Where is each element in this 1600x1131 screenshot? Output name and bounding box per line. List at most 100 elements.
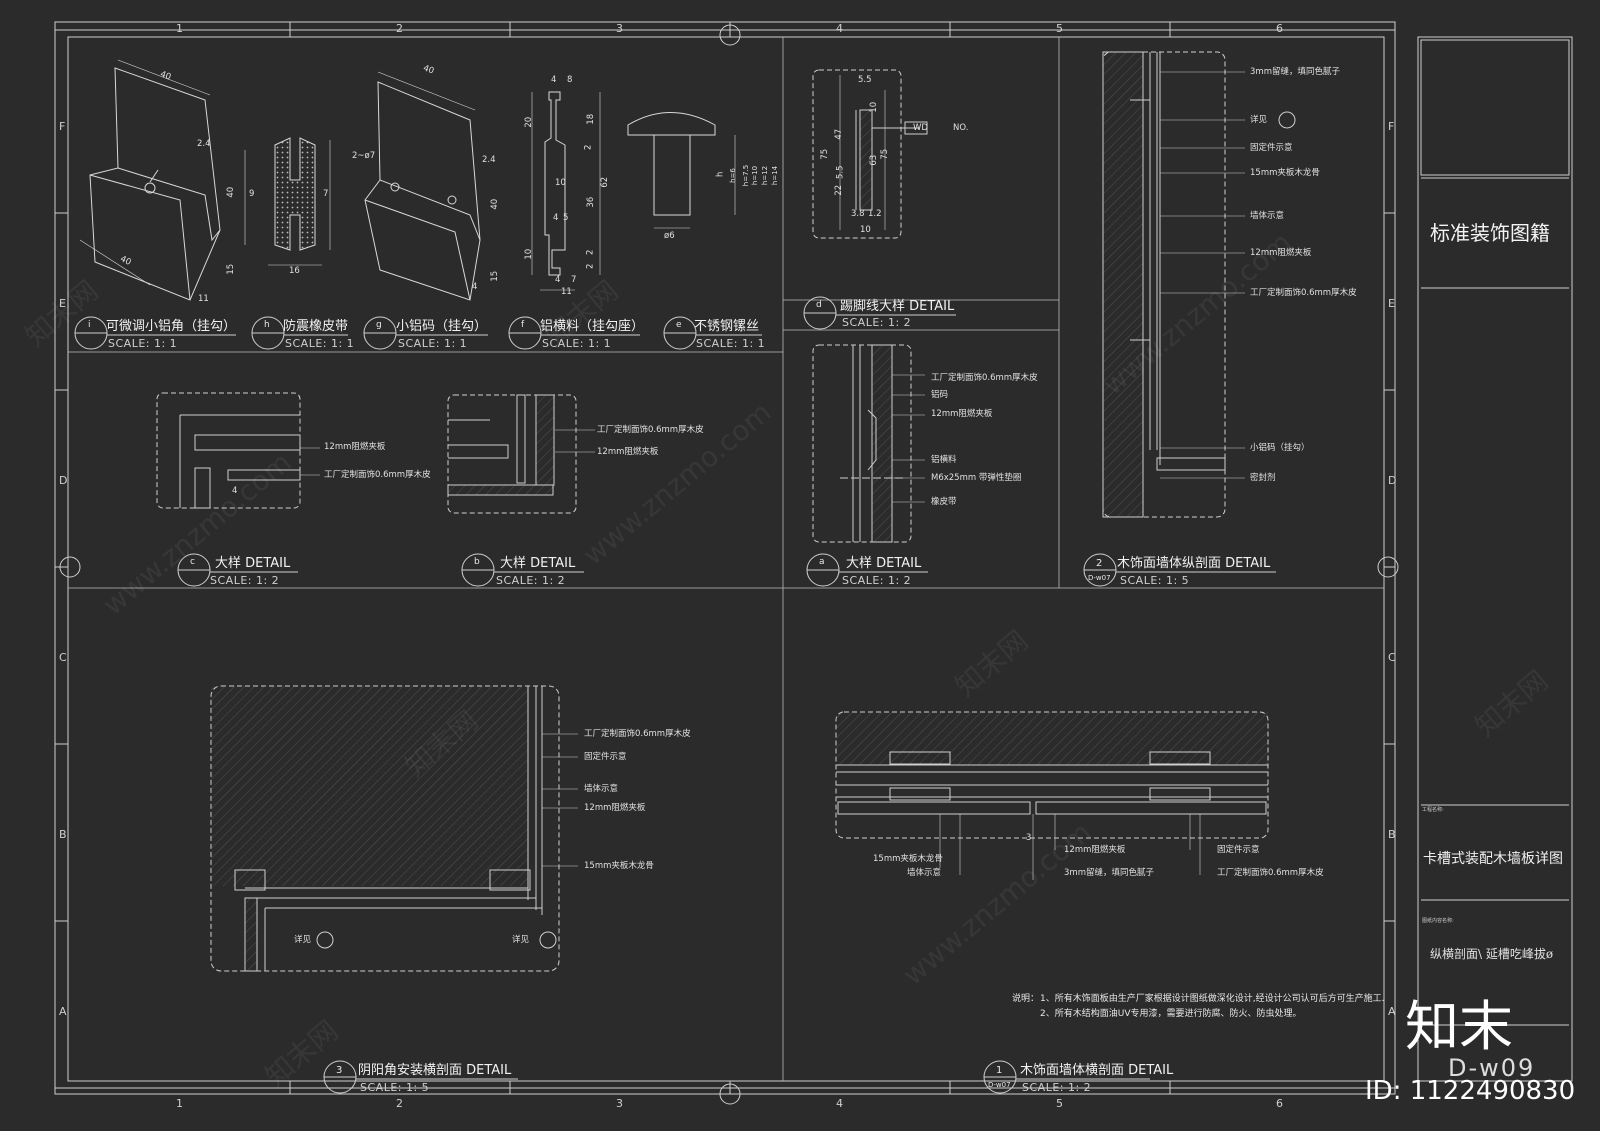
dim-d-10: 10 xyxy=(860,225,871,235)
detail-tag-circles xyxy=(74,296,1276,1094)
dim-e-6: ø6 xyxy=(664,231,675,241)
grid-col-2-bottom: 2 xyxy=(396,1097,403,1110)
dim-d-6: 5.5 xyxy=(835,165,846,180)
scale-a: SCALE: 1: 2 xyxy=(842,574,912,587)
dim-d-3: 75 xyxy=(820,148,831,160)
note-c-1: 工厂定制面饰0.6mm厚木皮 xyxy=(324,470,431,480)
scale-g: SCALE: 1: 1 xyxy=(398,337,468,350)
dim-d-5: 75 xyxy=(880,148,891,160)
note-a-5: 橡皮带 xyxy=(931,497,957,507)
detail-a-drawing xyxy=(812,344,925,543)
dim-f-3: 18 xyxy=(586,113,597,125)
note-s1-0: 15mm夹板木龙骨 xyxy=(873,854,943,864)
note-s2-7: 小铝码（挂勾） xyxy=(1250,443,1310,453)
grid-row-E-right: E xyxy=(1388,297,1395,310)
scale-c: SCALE: 1: 2 xyxy=(210,574,280,587)
tag-g: g xyxy=(376,320,382,330)
note-s3-2: 墙体示意 xyxy=(584,784,619,794)
dim-f-0: 4 xyxy=(551,75,557,85)
note-a-0: 工厂定制面饰0.6mm厚木皮 xyxy=(931,373,1038,383)
dim-e-3: h=10 xyxy=(751,165,760,186)
grid-col-5-bottom: 5 xyxy=(1056,1097,1063,1110)
note-s1-5: 工厂定制面饰0.6mm厚木皮 xyxy=(1217,868,1324,878)
note-s3-1: 固定件示意 xyxy=(584,752,627,762)
scale-section-3: SCALE: 1: 5 xyxy=(360,1081,430,1094)
grid-row-A: A xyxy=(59,1005,67,1018)
dim-i-2: 40 xyxy=(226,186,237,198)
dim-e-1: h=6 xyxy=(728,168,737,183)
dim-d-8: 3.8 xyxy=(851,209,865,219)
section-2-drawing xyxy=(1102,51,1296,518)
ref-1: D-w07 xyxy=(988,1081,1011,1089)
detail-c-drawing xyxy=(156,392,320,509)
project-label: 工程名称: xyxy=(1422,807,1444,813)
note-s1-1: 墙体示意 xyxy=(907,868,942,878)
dim-f-2: 20 xyxy=(524,116,535,128)
note-b-1: 12mm阻燃夹板 xyxy=(597,447,659,457)
scale-h: SCALE: 1: 1 xyxy=(285,337,355,350)
grid-col-3-bottom: 3 xyxy=(616,1097,623,1110)
note-s2-3: 15mm夹板木龙骨 xyxy=(1250,168,1320,178)
note-s1-3: 3mm留缝，填同色腻子 xyxy=(1064,868,1154,878)
grid-col-6: 6 xyxy=(1276,22,1283,35)
title-g: 小铝码（挂勾） xyxy=(396,319,488,334)
dim-f-14: 11 xyxy=(561,287,572,297)
dim-d-2: 47 xyxy=(834,128,845,140)
title-block xyxy=(1417,36,1573,1082)
title-f: 铝横料（挂勾座） xyxy=(540,319,645,334)
drawing-number: D-w09 xyxy=(1448,1054,1536,1082)
note-a-3: 铝横料 xyxy=(931,455,957,465)
ref-2: D-w07 xyxy=(1088,574,1111,582)
title-h: 防震橡皮带 xyxy=(283,319,349,334)
dim-g-5: 4 xyxy=(472,282,478,292)
dim-g-3: 40 xyxy=(490,198,501,210)
detail-h-drawing xyxy=(244,137,331,266)
title-d: 踢脚线大样 DETAIL xyxy=(840,299,955,314)
title-b: 大样 DETAIL xyxy=(500,556,576,571)
dim-d-9: 1.2 xyxy=(868,209,882,219)
grid-row-C-right: C xyxy=(1388,651,1396,664)
scale-d: SCALE: 1: 2 xyxy=(842,316,912,329)
note-s2-5: 12mm阻燃夹板 xyxy=(1250,248,1312,258)
dim-f-10: 10 xyxy=(524,248,535,260)
title-section-2: 木饰面墙体纵剖面 DETAIL xyxy=(1117,556,1271,571)
tag-e: e xyxy=(676,320,682,330)
scale-section-1: SCALE: 1: 2 xyxy=(1022,1081,1092,1094)
detail-g-drawing xyxy=(364,71,481,301)
grid-col-4: 4 xyxy=(836,22,843,35)
note-s3-4: 15mm夹板木龙骨 xyxy=(584,861,654,871)
center-marks xyxy=(59,24,1399,1105)
dim-f-9: 5 xyxy=(563,213,569,223)
dim-d-4: 63 xyxy=(869,154,880,166)
tag-c: c xyxy=(190,557,195,567)
dim-h-0: 9 xyxy=(249,189,255,199)
dim-f-7: 36 xyxy=(586,196,597,208)
content-label: 图纸内容名称: xyxy=(1422,918,1454,924)
title-i: 可微调小铝角（挂勾） xyxy=(106,319,237,334)
grid-col-6-bottom: 6 xyxy=(1276,1097,1283,1110)
dim-c: 4 xyxy=(232,486,238,496)
dim-f-12: 4 xyxy=(555,275,561,285)
grid-col-1-bottom: 1 xyxy=(176,1097,183,1110)
grid-row-E: E xyxy=(59,297,66,310)
note-s1-4: 固定件示意 xyxy=(1217,845,1260,855)
dim-g-1: 2~ø7 xyxy=(352,151,376,161)
section-1-drawing xyxy=(835,711,1269,880)
grid-col-3: 3 xyxy=(616,22,623,35)
note-s3-0: 工厂定制面饰0.6mm厚木皮 xyxy=(584,729,691,739)
dim-e-4: h=12 xyxy=(761,165,770,186)
detail-f-drawing xyxy=(531,91,601,291)
dim-i-1: 2.4 xyxy=(197,139,211,149)
note-c-0: 12mm阻燃夹板 xyxy=(324,442,386,452)
note-a-4: M6x25mm 带弹性垫圈 xyxy=(931,473,1022,483)
dim-e-2: h=7.5 xyxy=(742,164,751,187)
tag-b: b xyxy=(474,557,480,567)
detail-b-drawing xyxy=(447,394,595,514)
scale-e: SCALE: 1: 1 xyxy=(696,337,766,350)
note-a-2: 12mm阻燃夹板 xyxy=(931,409,993,419)
dim-d-12: NO. xyxy=(953,123,969,133)
grid-row-D: D xyxy=(59,474,68,487)
note-s2-4: 墙体示意 xyxy=(1250,211,1285,221)
dim-f-11: 2 xyxy=(585,249,596,255)
grid-col-5: 5 xyxy=(1056,22,1063,35)
